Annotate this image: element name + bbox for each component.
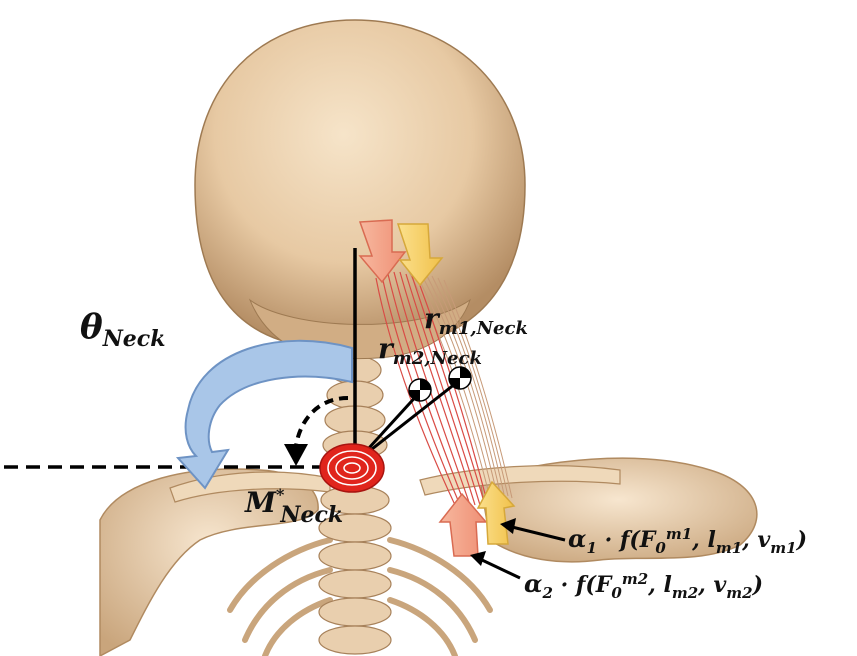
m2-bottom-force-arrow bbox=[438, 492, 488, 557]
theta-neck-label: θNeck bbox=[80, 307, 165, 352]
insertion-point-m1 bbox=[448, 366, 472, 390]
equation-m1: α1 · f(F0m1, lm1, vm1) bbox=[568, 524, 807, 557]
equation-m2: α2 · f(F0m2, lm2, vm2) bbox=[524, 569, 763, 602]
eq1-pointer-line bbox=[511, 525, 566, 542]
eq2-pointer-line bbox=[481, 558, 521, 580]
left-shoulder-bone bbox=[99, 468, 319, 656]
eq1-pointer-head bbox=[500, 518, 516, 534]
neck-joint-icon bbox=[319, 443, 385, 493]
rotation-arrow bbox=[175, 339, 353, 490]
skeleton bbox=[99, 19, 758, 656]
moment-neck-label: M*Neck bbox=[244, 485, 343, 528]
insertion-point-m2 bbox=[408, 378, 432, 402]
eq2-pointer-head bbox=[470, 551, 486, 566]
muscle-m2 bbox=[375, 271, 489, 506]
r-m1-neck-label: rm1,Neck bbox=[424, 302, 528, 339]
ribcage bbox=[227, 537, 493, 656]
moment-arm-m1 bbox=[357, 378, 461, 462]
skull bbox=[194, 19, 526, 349]
dashed-moment-arrowhead bbox=[284, 444, 308, 466]
dashed-moment-arrow bbox=[294, 396, 349, 447]
m1-top-force-arrow bbox=[396, 223, 444, 287]
m2-top-force-arrow bbox=[358, 219, 407, 284]
r-m2-neck-label: rm2,Neck bbox=[378, 332, 482, 369]
